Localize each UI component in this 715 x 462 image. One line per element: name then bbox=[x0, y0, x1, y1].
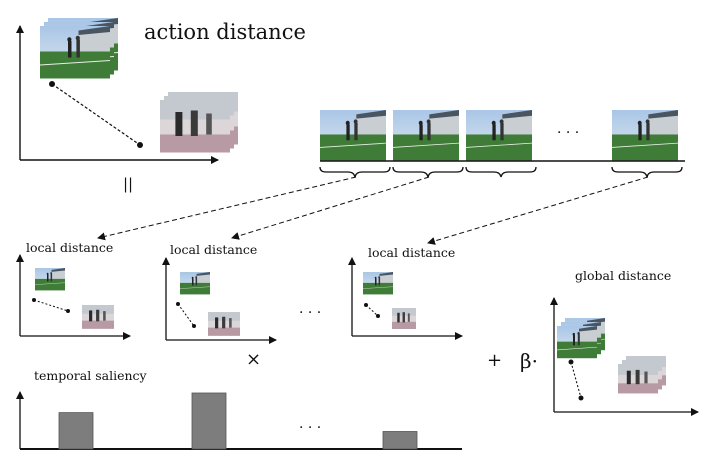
beta-symbol: β· bbox=[520, 349, 538, 373]
local-panel-2 bbox=[162, 257, 277, 344]
distance-line bbox=[51, 83, 141, 146]
local-panel-3 bbox=[348, 257, 463, 340]
frame-1 bbox=[319, 109, 387, 161]
frame-3 bbox=[465, 109, 533, 161]
point-b bbox=[137, 142, 143, 148]
global-distance-panel bbox=[550, 297, 699, 416]
dashed-arrow-2 bbox=[231, 176, 430, 240]
video-clip-a bbox=[39, 17, 119, 79]
saliency-bar-3 bbox=[382, 431, 418, 450]
point-a bbox=[49, 81, 55, 87]
dashed-arrow-1 bbox=[97, 176, 357, 241]
times-symbol: × bbox=[246, 349, 262, 370]
title-action-distance: action distance bbox=[144, 20, 306, 44]
saliency-bar-2 bbox=[191, 392, 227, 450]
equals-symbol: || bbox=[123, 175, 134, 193]
local-distance-label-2: local distance bbox=[170, 242, 258, 257]
brace-1 bbox=[319, 166, 391, 178]
local-distance-label-3: local distance bbox=[368, 245, 456, 260]
brace-2 bbox=[392, 166, 464, 178]
dashed-arrow-3 bbox=[427, 176, 649, 245]
ellipsis-strip: · · · bbox=[557, 125, 580, 141]
ellipsis-panels: · · · bbox=[299, 305, 322, 321]
brace-n bbox=[611, 166, 683, 178]
temporal-saliency-label: temporal saliency bbox=[34, 368, 147, 383]
saliency-bar-1 bbox=[58, 412, 94, 450]
saliency-chart bbox=[16, 391, 462, 450]
frame-2 bbox=[392, 109, 460, 161]
local-panel-1 bbox=[16, 254, 131, 340]
action-distance-plot bbox=[16, 17, 238, 164]
plus-symbol: + bbox=[487, 350, 503, 371]
ellipsis-bars: · · · bbox=[299, 420, 322, 436]
global-distance-label: global distance bbox=[575, 268, 672, 283]
frame-n bbox=[611, 109, 679, 161]
video-clip-b bbox=[160, 92, 238, 153]
frame-strip bbox=[97, 109, 685, 245]
local-distance-label-1: local distance bbox=[26, 240, 114, 255]
brace-3 bbox=[465, 166, 537, 178]
